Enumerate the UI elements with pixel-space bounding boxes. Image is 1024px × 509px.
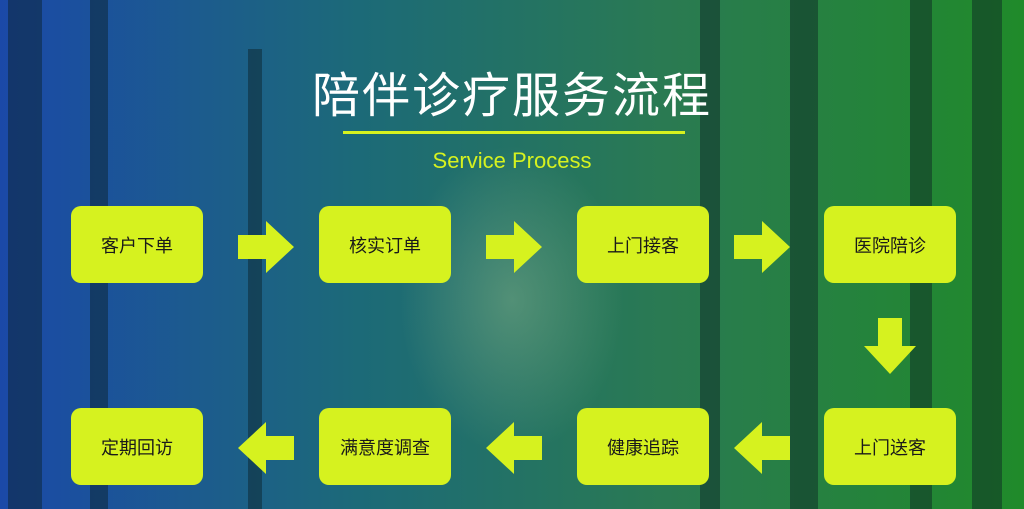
page-title: 陪伴诊疗服务流程 [311,68,712,124]
arrow-left-icon [734,422,790,474]
step-order: 客户下单 [71,206,203,283]
page-subtitle: Service Process [432,148,592,173]
step-pickup: 上门接客 [577,206,709,283]
arrow-right-icon [238,221,294,273]
step-dropoff: 上门送客 [824,408,956,485]
step-regular-followup: 定期回访 [71,408,203,485]
step-health-tracking: 健康追踪 [577,408,709,485]
title-underline [343,131,685,134]
arrow-right-icon [486,221,542,273]
step-hospital-escort: 医院陪诊 [824,206,956,283]
arrow-right-icon [734,221,790,273]
arrow-left-icon [486,422,542,474]
step-verify-order: 核实订单 [319,206,451,283]
step-satisfaction-survey: 满意度调查 [319,408,451,485]
arrow-left-icon [238,422,294,474]
arrow-down-icon [864,318,916,374]
